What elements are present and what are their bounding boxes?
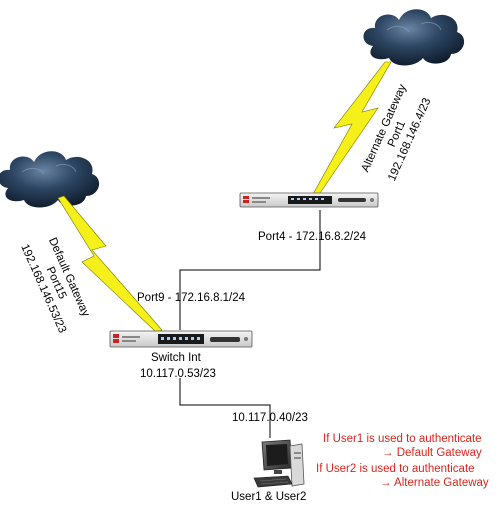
auth-note-line-4: → Alternate Gateway xyxy=(380,477,489,489)
auth-note-line-2: → Default Gateway xyxy=(382,447,482,459)
link-switch-to-router xyxy=(179,210,321,330)
switch-int-name: Switch Int xyxy=(151,352,201,364)
connection-lines xyxy=(179,210,321,438)
switch-int-ip: 10.117.0.53/23 xyxy=(140,368,216,380)
auth-note-line-1: If User1 is used to authenticate xyxy=(323,433,482,445)
auth-note-line-3: If User2 is used to authenticate xyxy=(316,463,475,475)
port9-label: Port9 - 172.16.8.1/24 xyxy=(137,292,246,304)
pc-ip-label: 10.117.0.40/23 xyxy=(232,412,308,424)
pc-name-label: User1 & User2 xyxy=(231,491,307,503)
cloud-icon xyxy=(0,151,100,208)
port4-label: Port4 - 172.16.8.2/24 xyxy=(258,231,367,243)
cloud-icon xyxy=(363,9,465,66)
lightning-icon xyxy=(57,195,163,333)
switch-icon xyxy=(239,192,379,208)
switch-icon xyxy=(109,330,253,348)
computer-icon xyxy=(253,439,305,488)
link-switch-to-pc xyxy=(179,378,271,438)
